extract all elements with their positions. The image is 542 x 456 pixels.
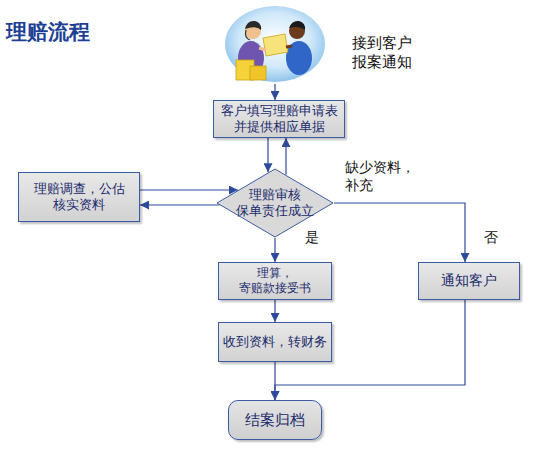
person-hair (245, 21, 261, 30)
person-hair (289, 21, 305, 30)
flow-arrow (267, 138, 268, 172)
event-caption: 接到客户 报案通知 (352, 34, 424, 72)
decision-diamond: 理赔审核 保单责任成立 (216, 168, 334, 238)
headset (246, 30, 251, 40)
flow-arrow (285, 138, 286, 175)
box-stack (250, 66, 266, 80)
node-label: 通知客户 (441, 272, 497, 290)
diamond-shape (217, 169, 333, 237)
node-label: 理赔审核 保单责任成立 (226, 187, 324, 220)
node-label: 收到资料，转财务 (223, 334, 327, 350)
flow-arrow (334, 203, 465, 262)
flow-arrow (274, 84, 275, 100)
diagram-title: 理赔流程 (6, 18, 90, 46)
document-sheet (263, 34, 288, 56)
edge-label: 缺少资料，补充 (345, 158, 419, 194)
flow-arrow (140, 204, 219, 205)
terminal-box: 结案归档 (228, 400, 322, 440)
flow-arrow (274, 238, 275, 262)
person-body (286, 41, 312, 75)
process-box: 理赔调查，公估 核实资料 (18, 172, 140, 222)
edge-label: 否 (484, 228, 514, 246)
node-label: 客户填写理赔申请表 并提供相应单据 (218, 103, 340, 136)
process-box: 通知客户 (418, 262, 520, 300)
illustration-node: 接到客户 报案通知 (222, 4, 422, 84)
node-label: 理赔调查，公估 核实资料 (23, 181, 135, 214)
person-arm (286, 46, 292, 47)
node-label: 结案归档 (245, 411, 305, 430)
node-label: 理算，寄赔款接受书 (223, 266, 327, 296)
process-box: 客户填写理赔申请表 并提供相应单据 (213, 100, 345, 138)
process-box: 收到资料，转财务 (218, 322, 332, 362)
flow-arrow (274, 300, 275, 322)
edge-label: 是 (305, 228, 335, 246)
flow-arrow (140, 189, 238, 190)
process-box: 理算，寄赔款接受书 (218, 262, 332, 300)
person-arm (259, 48, 266, 50)
illustration-backdrop (225, 6, 325, 82)
